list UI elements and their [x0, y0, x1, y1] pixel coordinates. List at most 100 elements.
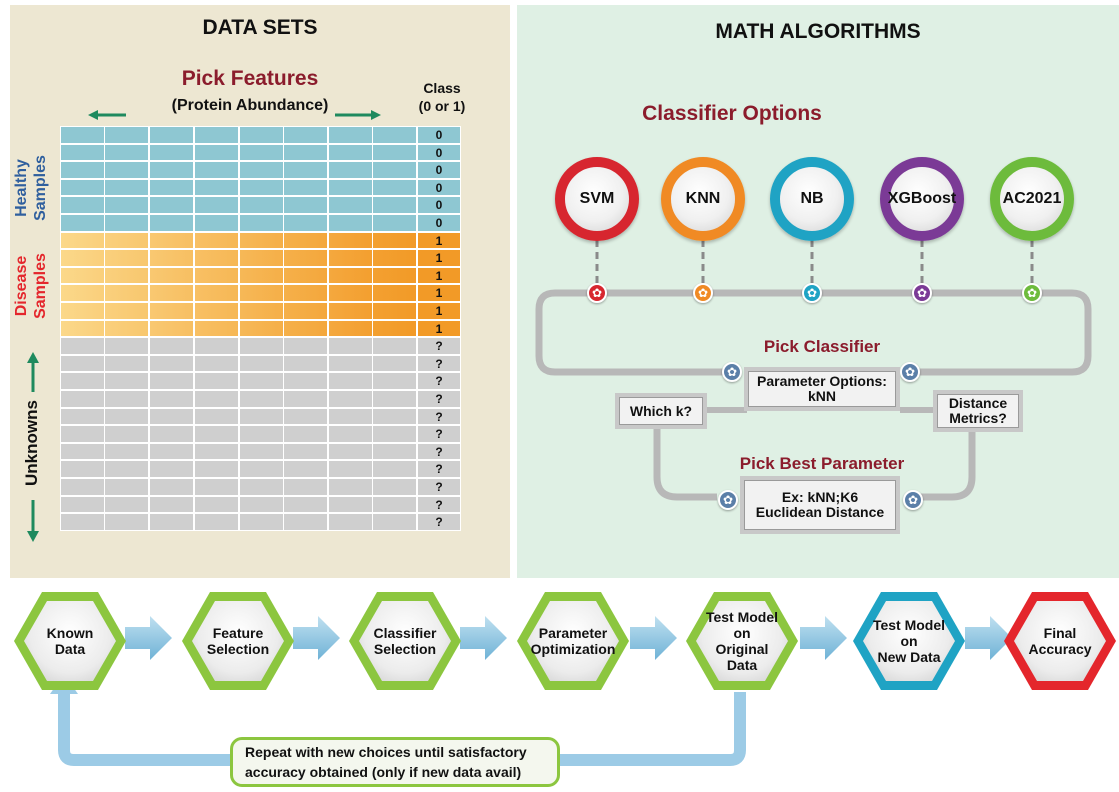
grid-cell — [104, 319, 149, 338]
grid-cell — [104, 214, 149, 232]
gear-icon: ✿ — [802, 283, 822, 303]
classifier-knn-label: KNN — [685, 190, 721, 207]
grid-cell — [328, 249, 373, 267]
grid-cell — [372, 372, 417, 390]
repeat-line1: Repeat with new choices until satisfacto… — [245, 744, 527, 760]
grid-cell — [328, 372, 373, 390]
grid-cell — [149, 460, 194, 478]
grid-cell — [194, 513, 239, 531]
grid-cell — [194, 249, 239, 267]
grid-cell — [194, 460, 239, 478]
parameter-options-box: Parameter Options: kNN — [744, 367, 900, 411]
grid-cell — [149, 478, 194, 496]
classifier-xgboost[interactable]: XGBoost — [880, 157, 964, 241]
classifier-nb[interactable]: NB — [770, 157, 854, 241]
unknowns-label: Unknowns — [22, 400, 41, 486]
classifier-ac2021-label: AC2021 — [1002, 190, 1062, 207]
gear-icon: ✿ — [718, 490, 738, 510]
class-value-cell: ? — [417, 407, 461, 426]
grid-cell — [283, 266, 328, 285]
workflow-step-face — [1014, 601, 1106, 681]
grid-cell — [372, 196, 417, 214]
gear-icon: ✿ — [912, 283, 932, 303]
healthy-line1: Healthy — [13, 159, 30, 217]
pick-classifier-label: Pick Classifier — [763, 337, 881, 356]
grid-cell — [194, 425, 239, 443]
grid-cell — [328, 302, 373, 320]
grid-cell — [60, 266, 105, 285]
grid-cell — [239, 495, 284, 514]
grid-cell — [149, 284, 194, 302]
grid-cell — [104, 231, 149, 250]
grid-cell — [194, 196, 239, 214]
grid-cell — [104, 302, 149, 320]
grid-cell — [60, 231, 105, 250]
grid-cell — [283, 354, 328, 373]
grid-cell — [328, 513, 373, 531]
grid-cell — [239, 214, 284, 232]
class-value-cell: ? — [417, 372, 461, 390]
grid-cell — [372, 478, 417, 496]
grid-cell — [372, 231, 417, 250]
grid-cell — [283, 337, 328, 355]
grid-cell — [328, 495, 373, 514]
grid-cell — [283, 319, 328, 338]
grid-cell — [149, 319, 194, 338]
grid-cell — [328, 442, 373, 461]
grid-cell — [104, 284, 149, 302]
grid-cell — [283, 302, 328, 320]
grid-cell — [239, 372, 284, 390]
classifier-xgboost-label: XGBoost — [887, 190, 957, 207]
grid-cell — [328, 354, 373, 373]
classifier-ac2021[interactable]: AC2021 — [990, 157, 1074, 241]
workflow-step-text: Test Model — [872, 617, 946, 633]
grid-cell — [60, 143, 105, 162]
grid-cell — [149, 407, 194, 426]
workflow-step-hexagon — [517, 592, 629, 690]
grid-cell — [328, 337, 373, 355]
distance-metrics-box: Distance Metrics? — [933, 390, 1023, 432]
gear-icon: ✿ — [903, 490, 923, 510]
classifier-svm-label: SVM — [579, 190, 615, 207]
gear-icon: ✿ — [587, 283, 607, 303]
grid-cell — [328, 126, 373, 144]
grid-cell — [328, 143, 373, 162]
grid-cell — [104, 495, 149, 514]
grid-cell — [149, 354, 194, 373]
grid-cell — [194, 372, 239, 390]
grid-cell — [149, 161, 194, 179]
gear-icon: ✿ — [1022, 283, 1042, 303]
grid-cell — [104, 478, 149, 496]
grid-cell — [60, 460, 105, 478]
repeat-line2: accuracy obtained (only if new data avai… — [245, 764, 522, 780]
grid-cell — [104, 337, 149, 355]
grid-cell — [239, 231, 284, 250]
grid-cell — [194, 214, 239, 232]
class-value-cell: ? — [417, 337, 461, 355]
disease-line1: Disease — [13, 255, 30, 317]
grid-cell — [283, 460, 328, 478]
grid-cell — [104, 196, 149, 214]
class-value-cell: 1 — [417, 284, 461, 302]
class-value-cell: ? — [417, 390, 461, 408]
grid-cell — [372, 425, 417, 443]
grid-cell — [328, 390, 373, 408]
classifier-svm[interactable]: SVM — [555, 157, 639, 241]
grid-cell — [60, 214, 105, 232]
grid-cell — [194, 390, 239, 408]
grid-cell — [328, 425, 373, 443]
grid-cell — [328, 478, 373, 496]
grid-cell — [149, 372, 194, 390]
disease-samples-label: Disease Samples — [12, 236, 52, 336]
class-value-cell: 0 — [417, 196, 461, 214]
workflow-step-hexagon — [853, 592, 965, 690]
parameter-options-line1: Parameter Options: — [757, 373, 887, 389]
grid-cell — [239, 425, 284, 443]
best-parameter-box: Ex: kNN;K6 Euclidean Distance — [740, 476, 900, 534]
workflow-step-hexagon — [686, 592, 798, 690]
classifier-knn[interactable]: KNN — [661, 157, 745, 241]
grid-cell — [194, 161, 239, 179]
grid-cell — [239, 143, 284, 162]
